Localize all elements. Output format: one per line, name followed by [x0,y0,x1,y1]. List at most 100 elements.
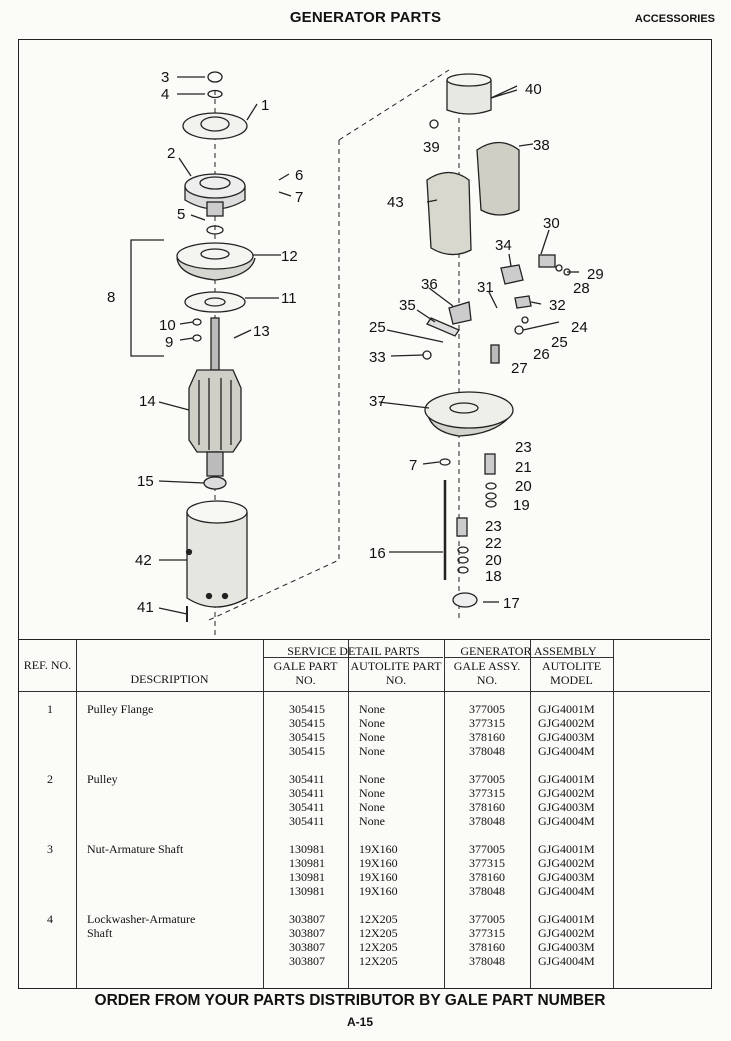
callout-40: 40 [525,81,542,98]
callout-8: 8 [107,289,115,306]
callout-23b: 23 [485,518,502,535]
table-cell-gale-assy: 378048 [469,884,505,898]
callout-34: 34 [495,237,512,254]
table-cell-autolite-model: GJG4004M [538,814,595,828]
table-cell-gale-part: 305415 [289,716,325,730]
header-ref-no: REF. NO. [23,658,72,672]
table-cell-autolite-model: GJG4004M [538,744,595,758]
table-cell-autolite-model: GJG4003M [538,730,595,744]
callout-22: 22 [485,535,502,552]
table-cell-gale-part: 130981 [289,856,325,870]
table-cell-gale-part: 305411 [289,814,325,828]
table-cell-autolite-part: None [359,730,385,744]
table-cell-autolite-model: GJG4003M [538,940,595,954]
table-cell-autolite-model: GJG4001M [538,842,595,856]
table-cell-autolite-model: GJG4004M [538,884,595,898]
table-cell-autolite-model: GJG4003M [538,800,595,814]
table-cell-gale-assy: 377315 [469,716,505,730]
callout-26: 26 [533,346,550,363]
callout-24: 24 [571,319,588,336]
callout-33: 33 [369,349,386,366]
callout-17: 17 [503,595,520,612]
part-nut-3 [207,71,223,83]
table-description: Nut-Armature Shaft [87,842,184,856]
callout-11: 11 [281,290,297,307]
callout-31: 31 [477,279,494,296]
table-description: Pulley Flange [87,702,154,716]
table-cell-gale-part: 305411 [289,800,325,814]
page-number: A-15 [346,1015,373,1029]
table-cell-autolite-part: None [359,786,385,800]
table-cell-gale-part: 303807 [289,954,325,968]
callout-5: 5 [177,206,185,223]
table-cell-gale-part: 305411 [289,772,325,786]
table-cell-autolite-part: 19X160 [359,842,398,856]
table-cell-gale-part: 305415 [289,730,325,744]
callout-38: 38 [533,137,550,154]
table-cell-gale-assy: 377005 [469,912,505,926]
table-cell-autolite-model: GJG4001M [538,702,595,716]
callout-30: 30 [543,215,560,232]
table-cell-autolite-part: None [359,744,385,758]
callout-9: 9 [165,334,173,351]
table-cell-autolite-model: GJG4004M [538,954,595,968]
header-autolite-part-no: AUTOLITE PART NO. [350,659,442,687]
callout-35: 35 [399,297,416,314]
table-cell-autolite-model: GJG4002M [538,716,595,730]
callout-25b: 25 [551,334,568,351]
table-cell-autolite-part: None [359,814,385,828]
table-cell-autolite-model: GJG4001M [538,772,595,786]
callout-32: 32 [549,297,566,314]
section-label: ACCESSORIES [634,13,715,25]
callout-3: 3 [161,69,169,86]
callout-7b: 7 [409,457,417,474]
table-cell-autolite-part: None [359,716,385,730]
table-cell-autolite-model: GJG4001M [538,912,595,926]
table-cell-gale-part: 305415 [289,702,325,716]
table-cell-autolite-part: 19X160 [359,870,398,884]
table-cell-gale-assy: 377315 [469,856,505,870]
callout-10: 10 [159,317,176,334]
table-cell-gale-assy: 377315 [469,786,505,800]
callout-2: 2 [167,145,175,162]
callout-23a: 23 [515,439,532,456]
callout-12: 12 [281,248,298,265]
callout-25a: 25 [369,319,386,336]
table-cell-autolite-part: 12X205 [359,912,398,926]
table-cell-gale-part: 130981 [289,884,325,898]
callout-42: 42 [135,552,152,569]
table-cell-autolite-model: GJG4002M [538,786,595,800]
table-cell-gale-part: 130981 [289,842,325,856]
table-cell-gale-part: 305411 [289,786,325,800]
callout-36: 36 [421,276,438,293]
table-cell-gale-assy: 378048 [469,744,505,758]
callout-39: 39 [423,139,440,156]
order-note: ORDER FROM YOUR PARTS DISTRIBUTOR BY GAL… [94,992,606,1009]
table-ref-no: 1 [47,702,53,716]
callout-28: 28 [573,280,590,297]
callout-13: 13 [253,323,270,340]
parts-table: REF. NO. DESCRIPTION SERVICE DETAIL PART… [19,639,710,989]
table-cell-gale-assy: 378160 [469,730,505,744]
table-description: Lockwasher-Armature [87,912,196,926]
table-cell-gale-assy: 378160 [469,870,505,884]
callout-14: 14 [139,393,156,410]
callout-27: 27 [511,360,528,377]
table-cell-autolite-model: GJG4003M [538,870,595,884]
table-cell-gale-assy: 378048 [469,954,505,968]
table-cell-gale-assy: 377315 [469,926,505,940]
table-cell-gale-part: 303807 [289,926,325,940]
table-cell-autolite-part: 19X160 [359,856,398,870]
callout-21: 21 [515,459,532,476]
callout-15: 15 [137,473,154,490]
table-cell-autolite-part: 12X205 [359,954,398,968]
callout-20b: 20 [485,552,502,569]
page-title: GENERATOR PARTS [289,9,442,26]
parts-frame: 3 4 1 2 6 7 5 12 8 11 10 13 9 14 15 42 4… [18,39,712,989]
table-ref-no: 3 [47,842,53,856]
table-cell-autolite-part: 12X205 [359,926,398,940]
header-gale-part-no: GALE PART NO. [273,659,338,687]
table-ref-no: 2 [47,772,53,786]
exploded-parts-diagram: 3 4 1 2 6 7 5 12 8 11 10 13 9 14 15 42 4… [107,69,604,639]
table-cell-gale-part: 305415 [289,744,325,758]
